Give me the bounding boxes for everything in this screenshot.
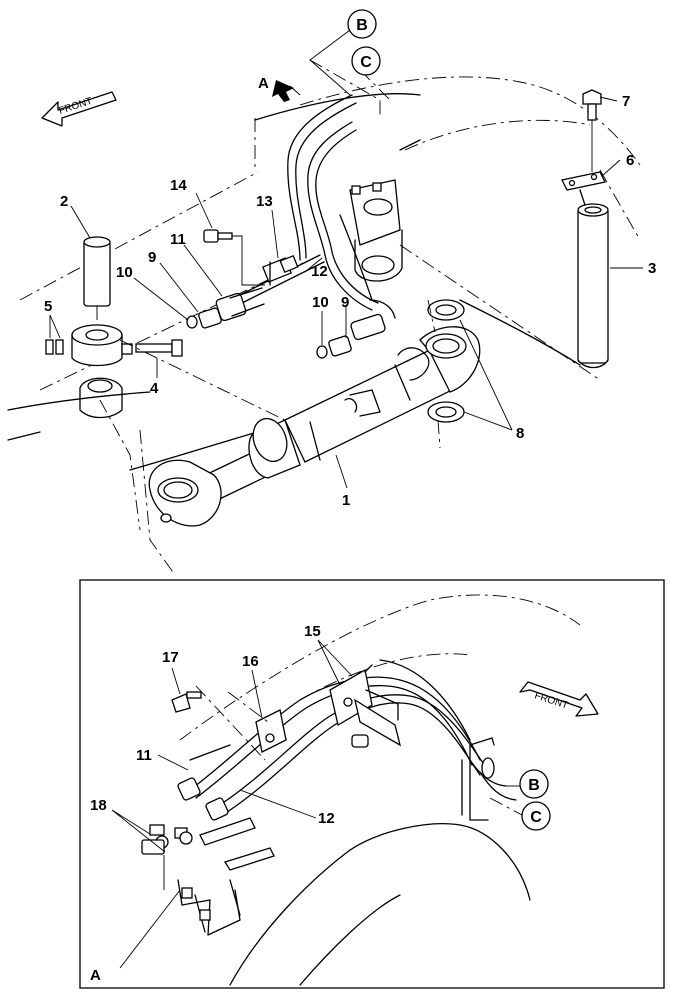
svg-text:B: B bbox=[356, 17, 368, 34]
leader-lines-detail bbox=[111, 639, 520, 969]
callout-16: 16 bbox=[242, 653, 259, 670]
svg-text:C: C bbox=[530, 809, 542, 826]
o-ring-10b bbox=[316, 345, 328, 359]
clamp-15 bbox=[329, 664, 402, 748]
callout-1: 1 bbox=[342, 492, 350, 509]
bolt-7 bbox=[582, 89, 602, 121]
svg-text:FRONT: FRONT bbox=[533, 690, 569, 711]
leader-lines-upper bbox=[49, 85, 643, 489]
hose-c-marker-upper: C bbox=[351, 46, 381, 76]
view-a-arrow-icon: A bbox=[258, 75, 294, 102]
callout-10b: 10 bbox=[312, 294, 329, 311]
callout-4: 4 bbox=[150, 380, 159, 397]
detail-frame bbox=[79, 579, 665, 989]
pin-2 bbox=[83, 236, 111, 307]
front-arrow-icon: FRONT bbox=[41, 91, 117, 127]
front-arrow-detail-icon: FRONT bbox=[519, 681, 599, 717]
svg-text:B: B bbox=[528, 777, 540, 794]
detail-view-label: A bbox=[90, 967, 101, 984]
hose-b-marker-upper: B bbox=[347, 9, 377, 39]
svg-text:C: C bbox=[360, 54, 372, 71]
callout-9a: 9 bbox=[148, 249, 156, 266]
bolt-4 bbox=[135, 339, 183, 357]
clamp-16 bbox=[255, 709, 287, 753]
callout-11: 11 bbox=[170, 231, 186, 248]
o-ring-10a bbox=[186, 315, 198, 329]
lock-plate-6 bbox=[561, 171, 606, 206]
callout-d11: 11 bbox=[136, 747, 152, 764]
fitting-18 bbox=[141, 824, 193, 855]
callout-13: 13 bbox=[256, 193, 273, 210]
callout-8: 8 bbox=[516, 425, 524, 442]
callout-7: 7 bbox=[622, 93, 630, 110]
callout-d12: 12 bbox=[318, 810, 335, 827]
hose-c-marker-detail: C bbox=[521, 801, 551, 831]
callout-2: 2 bbox=[60, 193, 68, 210]
callout-17: 17 bbox=[162, 649, 179, 666]
bolt-17 bbox=[171, 691, 202, 713]
main-view: FRONT bbox=[7, 9, 656, 576]
detail-view-a: FRONT bbox=[79, 579, 665, 989]
callout-3: 3 bbox=[648, 260, 656, 277]
callout-5: 5 bbox=[44, 298, 52, 315]
callout-15: 15 bbox=[304, 623, 321, 640]
bolt-14 bbox=[203, 229, 233, 243]
boom-cylinder bbox=[148, 326, 481, 527]
callout-6: 6 bbox=[626, 152, 634, 169]
callout-10a: 10 bbox=[116, 264, 133, 281]
svg-text:A: A bbox=[258, 75, 269, 92]
callout-18: 18 bbox=[90, 797, 107, 814]
callout-12: 12 bbox=[311, 263, 328, 280]
hose-b-marker-detail: B bbox=[519, 769, 549, 799]
pin-boss-left bbox=[45, 324, 133, 367]
pin-3 bbox=[577, 203, 609, 369]
callout-14: 14 bbox=[170, 177, 187, 194]
callout-9b: 9 bbox=[341, 294, 349, 311]
